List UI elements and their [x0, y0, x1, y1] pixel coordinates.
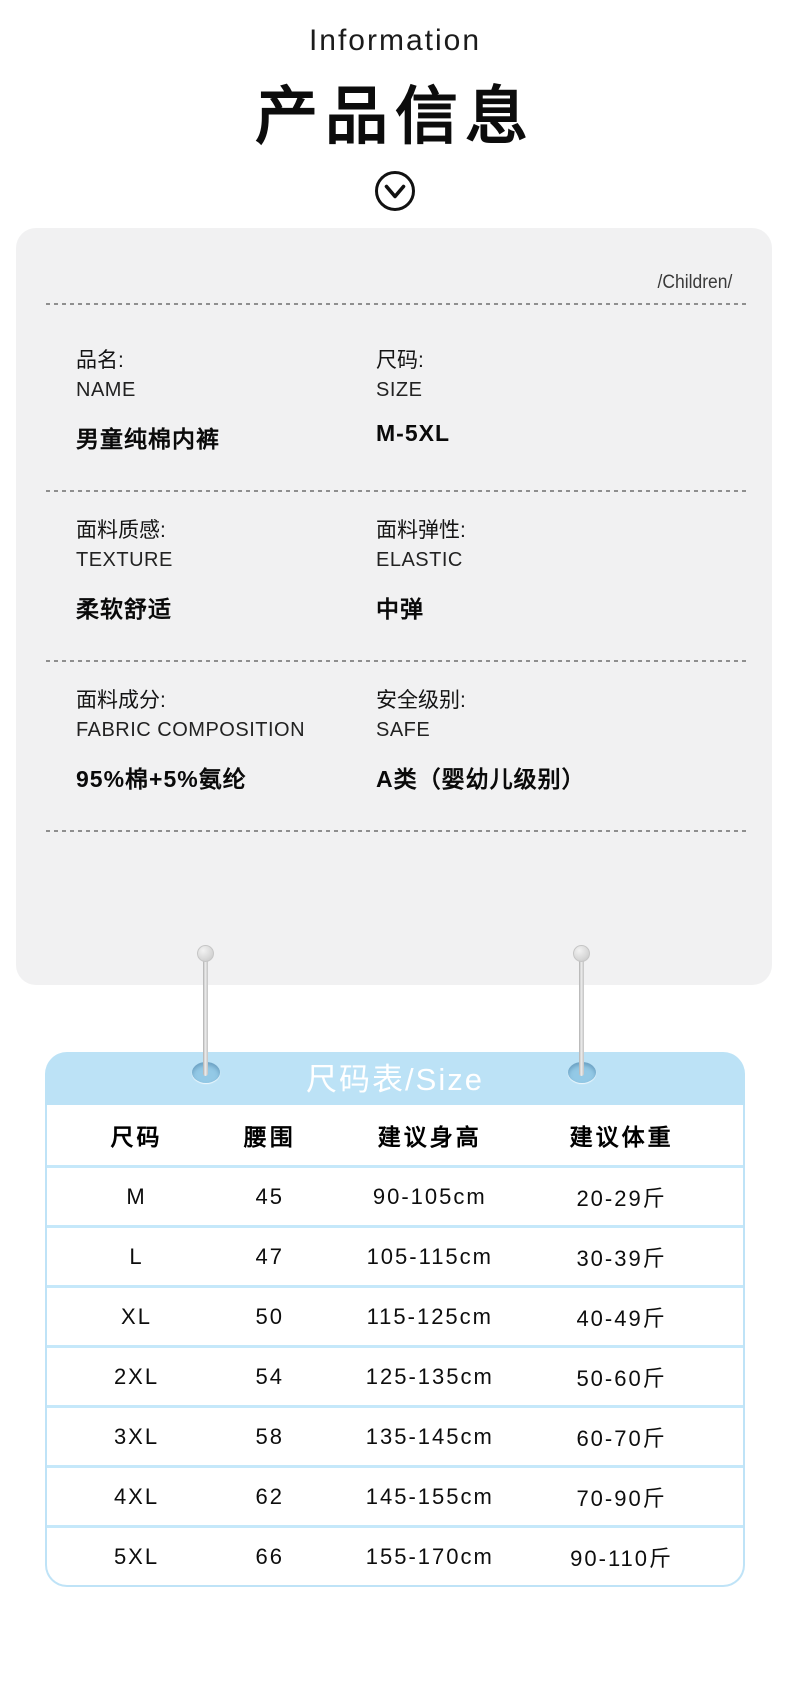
field-texture: 面料质感: TEXTURE 柔软舒适 [76, 516, 376, 624]
cell-weight: 40-49斤 [576, 1305, 667, 1331]
field-label-en: FABRIC COMPOSITION [76, 719, 306, 741]
corner-label: /Children/ [657, 272, 732, 293]
product-info-card: /Children/ 品名: NAME 男童纯棉内裤 尺码: SIZE M-5X… [16, 228, 772, 985]
cell-waist: 47 [255, 1243, 284, 1269]
pin-head [197, 945, 214, 962]
cell-size: L [129, 1243, 144, 1269]
cell-weight: 20-29斤 [576, 1185, 667, 1211]
table-row: L 47 105-115cm 30-39斤 [47, 1225, 743, 1285]
table-row: M 45 90-105cm 20-29斤 [47, 1165, 743, 1225]
cell-weight: 60-70斤 [576, 1425, 667, 1451]
cell-size: 5XL [113, 1543, 160, 1569]
size-table-header: 尺码表/Size [45, 1052, 745, 1105]
field-value: 男童纯棉内裤 [76, 426, 220, 452]
table-row: 3XL 58 135-145cm 60-70斤 [47, 1405, 743, 1465]
field-label-zh: 安全级别: [376, 689, 466, 712]
cell-height: 90-105cm [372, 1183, 487, 1209]
cell-height: 155-170cm [365, 1543, 494, 1569]
field-label-zh: 品名: [76, 349, 124, 372]
cell-weight: 50-60斤 [576, 1365, 667, 1391]
field-elastic: 面料弹性: ELASTIC 中弹 [376, 516, 676, 624]
field-size: 尺码: SIZE M-5XL [376, 346, 676, 447]
field-value: A类（婴幼儿级别） [376, 766, 586, 792]
cell-size: 4XL [113, 1483, 160, 1509]
pin-head [573, 945, 590, 962]
cell-height: 105-115cm [366, 1243, 493, 1269]
table-row: XL 50 115-125cm 40-49斤 [47, 1285, 743, 1345]
field-label-en: SAFE [376, 719, 431, 741]
page-header: Information 产品信息 [0, 0, 790, 213]
field-value: M-5XL [376, 420, 450, 446]
cell-size: 3XL [113, 1423, 160, 1449]
cell-waist: 45 [255, 1183, 284, 1209]
field-label-en: TEXTURE [76, 549, 173, 571]
field-value: 中弹 [376, 596, 424, 622]
field-label-en: ELASTIC [376, 549, 463, 571]
column-header: 建议身高 [377, 1124, 482, 1150]
cell-weight: 30-39斤 [576, 1245, 667, 1271]
cell-height: 115-125cm [366, 1303, 493, 1329]
field-value: 柔软舒适 [76, 596, 172, 622]
cell-size: XL [121, 1303, 152, 1329]
cell-waist: 62 [255, 1483, 284, 1509]
pin-stem [203, 958, 208, 1076]
size-table-title: 尺码表/Size [306, 1062, 484, 1097]
field-label-zh: 面料质感: [76, 519, 166, 542]
cell-weight: 70-90斤 [576, 1485, 667, 1511]
field-label-zh: 面料弹性: [376, 519, 466, 542]
field-fabric-composition: 面料成分: FABRIC COMPOSITION 95%棉+5%氨纶 [76, 686, 376, 794]
column-header: 建议体重 [569, 1124, 674, 1150]
cell-waist: 66 [255, 1543, 284, 1569]
size-table: 尺码表/Size 尺码 腰围 建议身高 建议体重 M 45 90-105cm 2… [45, 1052, 745, 1587]
field-name: 品名: NAME 男童纯棉内裤 [76, 346, 376, 454]
chevron-down-circle-icon [0, 169, 790, 213]
table-row: 4XL 62 145-155cm 70-90斤 [47, 1465, 743, 1525]
cell-waist: 58 [255, 1423, 284, 1449]
cell-height: 125-135cm [365, 1363, 494, 1389]
pin-stem [579, 958, 584, 1076]
table-row: 5XL 66 155-170cm 90-110斤 [47, 1525, 743, 1585]
dashed-divider [46, 303, 748, 305]
field-safety-level: 安全级别: SAFE A类（婴幼儿级别） [376, 686, 676, 794]
cell-height: 145-155cm [365, 1483, 494, 1509]
dashed-divider [46, 660, 748, 662]
cell-size: M [126, 1183, 147, 1209]
table-row: 2XL 54 125-135cm 50-60斤 [47, 1345, 743, 1405]
field-label-zh: 面料成分: [76, 689, 166, 712]
column-header: 尺码 [110, 1124, 163, 1150]
field-label-en: SIZE [376, 379, 423, 401]
cell-waist: 54 [255, 1363, 284, 1389]
cell-height: 135-145cm [365, 1423, 494, 1449]
dashed-divider [46, 830, 748, 832]
table-header-row: 尺码 腰围 建议身高 建议体重 [47, 1105, 743, 1165]
page-title: 产品信息 [255, 82, 535, 152]
field-label-zh: 尺码: [376, 349, 424, 372]
field-label-en: NAME [76, 379, 136, 401]
dashed-divider [46, 490, 748, 492]
cell-size: 2XL [113, 1363, 160, 1389]
field-value: 95%棉+5%氨纶 [76, 766, 247, 792]
size-table-body: 尺码 腰围 建议身高 建议体重 M 45 90-105cm 20-29斤 L 4… [45, 1105, 745, 1587]
header-subtitle: Information [308, 24, 482, 57]
cell-weight: 90-110斤 [570, 1545, 674, 1571]
column-header: 腰围 [243, 1124, 296, 1150]
cell-waist: 50 [255, 1303, 284, 1329]
